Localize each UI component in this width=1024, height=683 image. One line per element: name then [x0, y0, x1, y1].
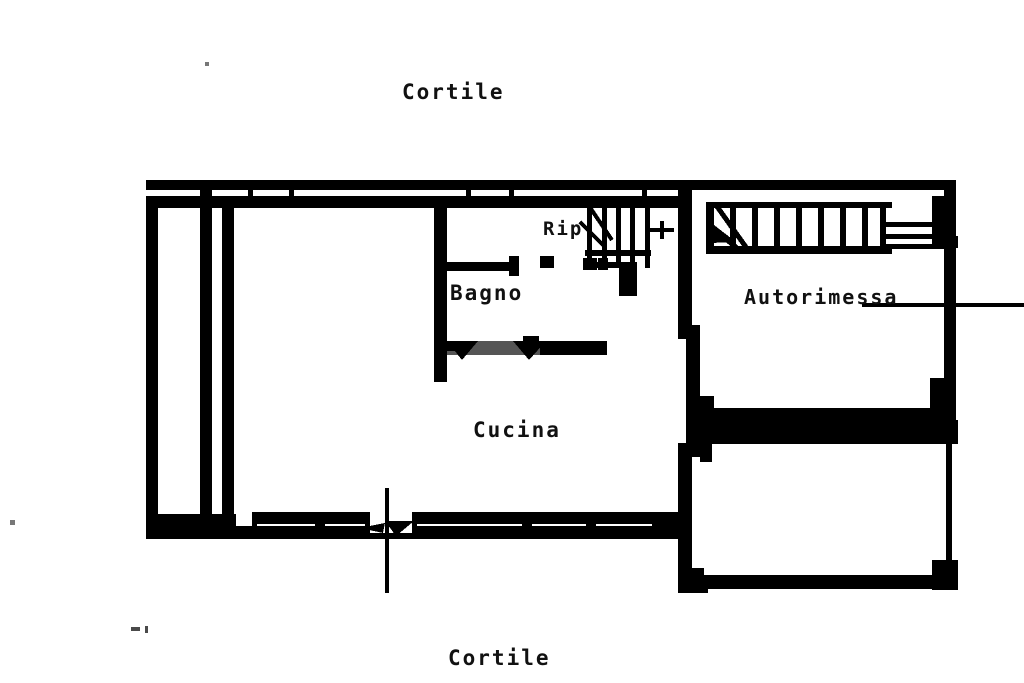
center-spine-wall: [678, 190, 708, 593]
scan-artifact: [205, 62, 209, 66]
label-cortile-top: Cortile: [402, 80, 505, 104]
staircase-main: [706, 202, 944, 254]
door-swing-bottom: [360, 488, 414, 593]
scan-artifact-mark: [131, 627, 140, 631]
leader-line-autorimessa: [862, 303, 1024, 307]
label-rip: Rip: [543, 218, 584, 240]
scan-artifact-dot: [145, 626, 148, 633]
interior-partitions: [434, 196, 554, 382]
autorimessa-walls: [700, 180, 958, 433]
exterior-walls: [146, 180, 956, 539]
dimension-line-horizontal: [447, 336, 607, 360]
staircase-secondary: [578, 198, 674, 296]
bottom-right-room: [680, 432, 958, 593]
label-bagno: Bagno: [450, 281, 524, 305]
label-autorimessa: Autorimessa: [744, 285, 899, 309]
label-cortile-bottom: Cortile: [448, 646, 551, 670]
label-cucina: Cucina: [473, 418, 561, 442]
scan-artifact: [10, 520, 15, 525]
